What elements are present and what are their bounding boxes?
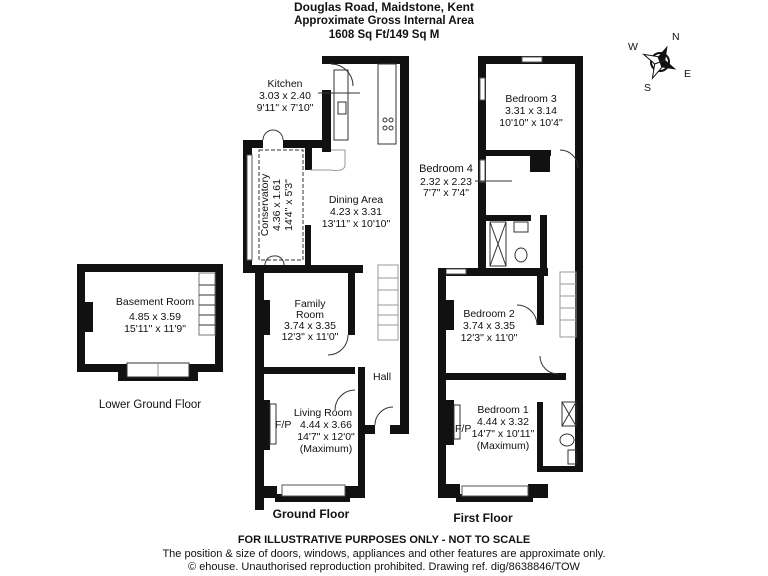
ground-floor-plan: Kitchen 3.03 x 2.40 9'11" x 7'10" Conser…: [243, 56, 409, 521]
bedroom-3-imperial: 10'10" x 10'4": [499, 117, 563, 129]
compass-n: N: [672, 31, 680, 43]
bedroom-4-metric: 2.32 x 2.23: [420, 176, 472, 188]
dining-area-imperial: 13'11" x 10'10": [322, 218, 391, 230]
copyright: © ehouse. Unauthorised reproduction proh…: [188, 561, 580, 573]
first-floor-label: First Floor: [453, 511, 513, 525]
bedroom-1-imperial: 14'7" x 10'11": [472, 428, 535, 440]
area-value: 1608 Sq Ft/149 Sq M: [328, 29, 440, 41]
conservatory-metric: 4.36 x 1.61: [271, 179, 283, 231]
basement-room-imperial: 15'11" x 11'9": [124, 323, 186, 335]
conservatory-imperial: 14'4" x 5'3": [283, 179, 295, 231]
lower-ground-floor-plan: Basement Room 4.85 x 3.59 15'11" x 11'9"…: [77, 264, 223, 411]
basement-room-name: Basement Room: [116, 296, 194, 308]
dining-area-metric: 4.23 x 3.31: [330, 206, 382, 218]
bedroom-1-name: Bedroom 1: [477, 404, 529, 416]
bedroom-2-name: Bedroom 2: [463, 308, 515, 320]
family-room-name-2: Room: [296, 309, 324, 321]
compass-s: S: [644, 82, 651, 94]
bedroom-2-imperial: 12'3" x 11'0": [461, 332, 518, 344]
kitchen-imperial: 9'11" x 7'10": [257, 102, 314, 114]
dining-area-name: Dining Area: [329, 194, 383, 206]
compass-e: E: [684, 68, 691, 80]
bedroom-1-fireplace: F/P: [455, 423, 471, 435]
conservatory-name: Conservatory: [259, 173, 271, 236]
bedroom-2-metric: 3.74 x 3.35: [463, 320, 515, 332]
hall-name: Hall: [373, 371, 391, 383]
address-title: Douglas Road, Maidstone, Kent: [293, 0, 474, 14]
disclaimer: FOR ILLUSTRATIVE PURPOSES ONLY - NOT TO …: [237, 534, 531, 546]
ground-floor-label: Ground Floor: [273, 507, 350, 521]
bedroom-1-metric: 4.44 x 3.32: [477, 416, 529, 428]
bedroom-1-note: (Maximum): [477, 440, 530, 452]
compass-w: W: [628, 41, 638, 53]
approximation-note: The position & size of doors, windows, a…: [162, 548, 606, 560]
kitchen-metric: 3.03 x 2.40: [259, 90, 311, 102]
living-room-imperial: 14'7" x 12'0": [297, 431, 355, 443]
bedroom-4-imperial: 7'7" x 7'4": [423, 187, 469, 199]
bedroom-3-metric: 3.31 x 3.14: [505, 105, 557, 117]
compass-icon: W N S E: [628, 31, 691, 94]
bedroom-3-name: Bedroom 3: [505, 93, 557, 105]
area-title: Approximate Gross Internal Area: [294, 15, 474, 27]
living-room-note: (Maximum): [300, 443, 353, 455]
bedroom-4-name: Bedroom 4: [419, 163, 473, 175]
first-floor-plan: Bedroom 3 3.31 x 3.14 10'10" x 10'4" Bed…: [419, 56, 583, 525]
family-room-metric: 3.74 x 3.35: [284, 320, 336, 332]
family-room-name-1: Family: [295, 298, 327, 310]
family-room-imperial: 12'3" x 11'0": [282, 331, 339, 343]
kitchen-name: Kitchen: [267, 78, 302, 90]
basement-room-metric: 4.85 x 3.59: [129, 311, 181, 323]
living-room-name: Living Room: [294, 407, 353, 419]
living-room-metric: 4.44 x 3.66: [300, 419, 352, 431]
living-room-fireplace: F/P: [275, 419, 291, 431]
lower-ground-floor-label: Lower Ground Floor: [99, 399, 201, 411]
